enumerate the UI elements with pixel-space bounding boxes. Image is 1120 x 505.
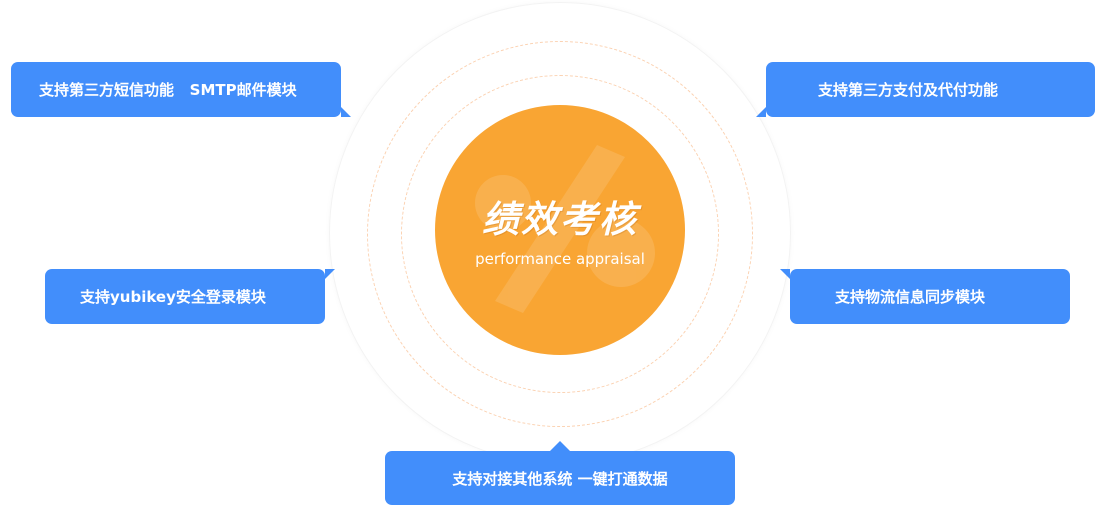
feature-label: 支持第三方短信功能 SMTP邮件模块 [39, 81, 297, 99]
hub-subtitle: performance appraisal [475, 250, 645, 268]
callout-pointer [341, 107, 351, 117]
feature-callout-logistics: 支持物流信息同步模块 [780, 269, 1070, 324]
percent-icon [475, 145, 655, 313]
middle-dashed-ring [367, 41, 753, 427]
callout-pointer [780, 269, 790, 279]
callout-pointer [325, 269, 335, 279]
feature-callout-yubikey: 支持yubikey安全登录模块 [45, 269, 335, 324]
callout-pointer [756, 107, 766, 117]
feature-callout-payment: 支持第三方支付及代付功能 [756, 62, 1095, 117]
feature-label: 支持对接其他系统 一键打通数据 [452, 469, 668, 488]
feature-label: 支持物流信息同步模块 [835, 288, 986, 306]
inner-dashed-ring [401, 75, 719, 393]
center-hub: 绩效考核 performance appraisal [435, 105, 685, 355]
callout-pointer [550, 441, 570, 451]
feature-label: 支持第三方支付及代付功能 [818, 81, 999, 99]
hub-title: 绩效考核 [482, 198, 638, 241]
feature-label: 支持yubikey安全登录模块 [80, 288, 266, 306]
feature-callout-sms-smtp: 支持第三方短信功能 SMTP邮件模块 [11, 62, 351, 117]
feature-callout-integration: 支持对接其他系统 一键打通数据 [385, 441, 735, 505]
